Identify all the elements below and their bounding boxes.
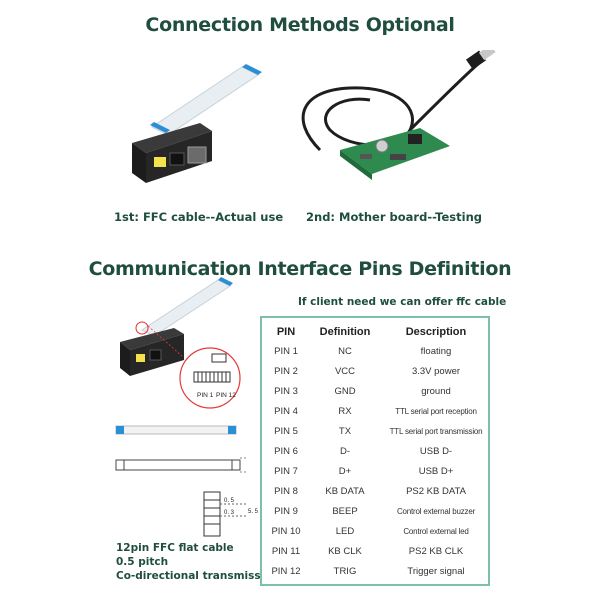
dimension-5-5: 5. 5 — [248, 509, 259, 515]
connection-methods-title: Connection Methods Optional — [145, 14, 455, 36]
table-row: PIN 8 KB DATA PS2 KB DATA — [262, 482, 488, 502]
description-cell: 3.3V power — [411, 366, 461, 377]
description-cell: USB D+ — [418, 466, 454, 477]
definition-cell: BEEP — [332, 506, 358, 517]
table-row: PIN 7 D+ USB D+ — [262, 462, 488, 482]
table-row: PIN 5 TX TTL serial port transmission — [262, 422, 488, 442]
table-row: PIN 11 KB CLK PS2 KB CLK — [262, 542, 488, 562]
description-cell: floating — [420, 346, 452, 357]
description-cell: Trigger signal — [407, 566, 465, 577]
definition-cell: D- — [339, 446, 351, 457]
connector-diagram: PIN 1 PIN 12 — [120, 277, 241, 409]
description-cell: TTL serial port transmission — [389, 427, 483, 436]
dimension-0-3: 0. 3 — [224, 510, 235, 516]
definition-cell: KB DATA — [325, 486, 365, 497]
spec-ffc-pins: 12pin FFC flat cable — [116, 542, 234, 554]
pin-cell: PIN 6 — [274, 446, 298, 457]
definition-cell: RX — [338, 406, 352, 417]
ffc-cable-drawing — [115, 425, 248, 473]
table-row: PIN 2 VCC 3.3V power — [262, 362, 488, 382]
mother-board-caption: 2nd: Mother board--Testing — [306, 210, 482, 224]
table-header-row: PIN Definition Description — [262, 322, 488, 342]
mother-board-usb-image — [301, 50, 496, 180]
spec-pitch: 0.5 pitch — [116, 556, 169, 568]
header-definition: Definition — [319, 326, 371, 338]
table-row: PIN 3 GND ground — [262, 382, 488, 402]
spec-transmission: Co-directional transmission — [116, 570, 279, 582]
pin-cell: PIN 7 — [274, 466, 298, 477]
pin-cell: PIN 2 — [274, 366, 298, 377]
definition-cell: VCC — [334, 366, 356, 377]
description-cell: PS2 KB DATA — [406, 486, 466, 497]
pin-definition-table: PIN Definition Description PIN 1 NC floa… — [260, 316, 490, 586]
definition-cell: D+ — [338, 466, 352, 477]
table-row: PIN 4 RX TTL serial port reception — [262, 402, 488, 422]
definition-cell: TRIG — [333, 566, 357, 577]
description-cell: TTL serial port reception — [395, 407, 477, 416]
pin-cell: PIN 10 — [271, 526, 301, 537]
ffc-offer-note: If client need we can offer ffc cable — [298, 296, 507, 308]
definition-cell: GND — [334, 386, 356, 397]
header-description: Description — [405, 326, 467, 338]
interface-pins-title: Communication Interface Pins Definition — [88, 258, 512, 280]
pitch-dimension-drawing: 0. 5 0. 3 5. 5 — [203, 491, 259, 537]
pin-cell: PIN 11 — [271, 546, 301, 557]
pin1-label: PIN 1 — [197, 392, 214, 399]
pin-cell: PIN 3 — [274, 386, 298, 397]
description-cell: PS2 KB CLK — [408, 546, 464, 557]
description-cell: USB D- — [419, 446, 453, 457]
ffc-cable-caption: 1st: FFC cable--Actual use — [114, 210, 284, 224]
description-cell: ground — [421, 386, 451, 397]
description-cell: Control external buzzer — [396, 507, 476, 516]
dimension-0-5: 0. 5 — [224, 498, 235, 504]
table-row: PIN 9 BEEP Control external buzzer — [262, 502, 488, 522]
pin-cell: PIN 5 — [274, 426, 298, 437]
pin-cell: PIN 12 — [271, 566, 301, 577]
header-pin: PIN — [276, 326, 296, 338]
definition-cell: KB CLK — [328, 546, 362, 557]
definition-cell: LED — [335, 526, 355, 537]
definition-cell: TX — [338, 426, 352, 437]
table-row: PIN 12 TRIG Trigger signal — [262, 562, 488, 582]
table-row: PIN 6 D- USB D- — [262, 442, 488, 462]
table-row: PIN 10 LED Control external led — [262, 522, 488, 542]
pin-cell: PIN 1 — [274, 346, 298, 357]
definition-cell: NC — [338, 346, 352, 357]
pin-cell: PIN 4 — [274, 406, 298, 417]
pin-cell: PIN 9 — [274, 506, 298, 517]
description-cell: Control external led — [403, 527, 469, 536]
pin12-label: PIN 12 — [216, 392, 236, 399]
scan-engine-ffc-image — [132, 64, 262, 183]
pin-cell: PIN 8 — [274, 486, 298, 497]
table-row: PIN 1 NC floating — [262, 342, 488, 362]
